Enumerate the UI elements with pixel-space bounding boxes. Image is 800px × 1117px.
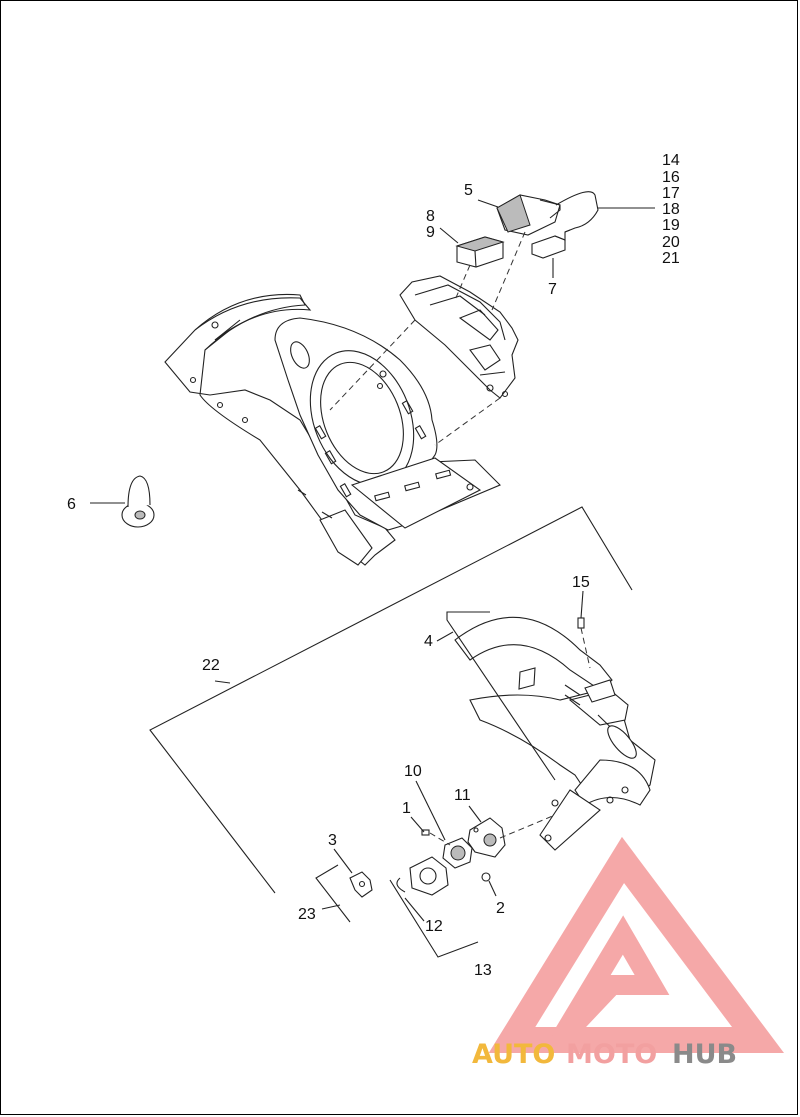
callout-10: 10: [404, 763, 422, 780]
assembly-line: [329, 319, 416, 411]
callout-4: 4: [424, 633, 433, 650]
watermark-hub: HUB: [672, 1039, 737, 1070]
callout-2: 2: [496, 900, 505, 917]
tail-lamp-bracket: [399, 275, 519, 399]
tail-lamp-module: [496, 191, 599, 236]
module-8-9: [455, 236, 505, 268]
callout-14: 14: [662, 152, 680, 169]
watermark-auto: AUTO: [472, 1039, 555, 1070]
callout-18: 18: [662, 201, 680, 218]
callout-8: 8: [426, 208, 435, 225]
screw-1: [421, 829, 430, 836]
callout-12: 12: [425, 918, 443, 935]
callout-20: 20: [662, 234, 680, 251]
watermark-logo: [488, 836, 784, 1053]
callout-13: 13: [474, 962, 492, 979]
screw-2: [481, 872, 491, 882]
lock-10: [442, 837, 473, 869]
callout-15: 15: [572, 574, 590, 591]
group-bracket-22: [149, 506, 633, 894]
callout-19: 19: [662, 217, 680, 234]
group-bracket-13: [389, 879, 479, 958]
assembly-line: [491, 231, 526, 311]
group-bracket-4: [446, 611, 556, 781]
callout-11: 11: [454, 787, 471, 804]
callout-1: 1: [402, 800, 411, 817]
callout-7: 7: [548, 281, 557, 298]
latch-3: [349, 871, 373, 898]
callout-17: 17: [662, 185, 680, 202]
watermark-text: AUTO MOTO HUB: [472, 1039, 737, 1070]
assembly-line: [434, 397, 501, 446]
assembly-line: [454, 264, 471, 301]
callout-3: 3: [328, 832, 337, 849]
connector-7: [531, 229, 571, 259]
rear-fender-assembly: [164, 293, 501, 566]
callout-23: 23: [298, 906, 316, 923]
leader-lines: [90, 199, 655, 922]
bracket-12: [396, 856, 449, 896]
latch-11: [467, 817, 506, 858]
frame-section: [454, 616, 656, 851]
callout-5: 5: [464, 182, 473, 199]
callout-16: 16: [662, 169, 680, 186]
group-bracket-23: [315, 864, 351, 923]
callout-22: 22: [202, 657, 220, 674]
watermark-moto: MOTO: [566, 1039, 657, 1070]
cap-6: [121, 475, 155, 528]
callouts: 14 16 17 18 19 20 21 5 8 9 7 6 15 4 22 1…: [67, 152, 680, 979]
callout-21: 21: [662, 250, 680, 267]
assembly-line: [429, 832, 451, 846]
callout-6: 6: [67, 496, 76, 513]
callout-9: 9: [426, 224, 435, 241]
